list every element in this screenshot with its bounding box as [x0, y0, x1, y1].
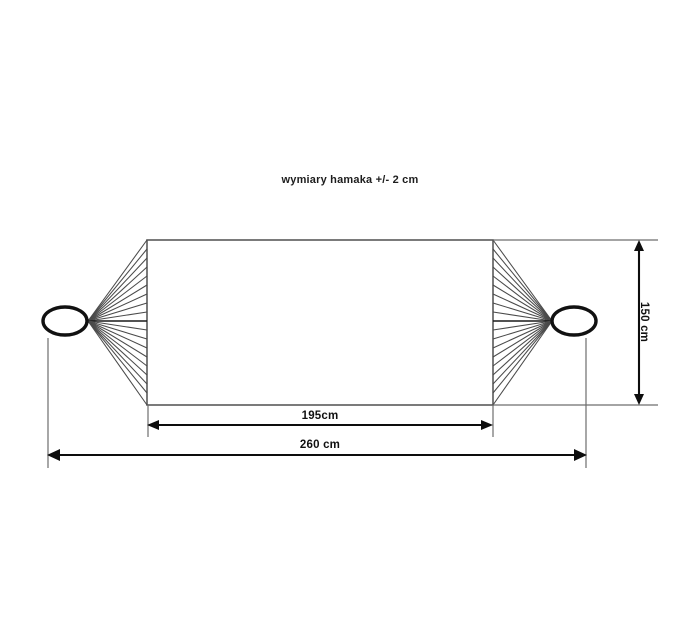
width-arrowhead-bottom [634, 394, 644, 405]
bed-length-dimension-label: 195cm [302, 410, 339, 422]
right-hanging-ring [550, 305, 598, 337]
diagram-title: wymiary hamaka +/- 2 cm [281, 174, 419, 186]
right-cord-fan [492, 239, 553, 406]
width-arrowhead-top [634, 240, 644, 251]
left-hanging-ring [41, 305, 89, 337]
width-dimension-label: 150 cm [638, 302, 650, 342]
total-length-arrowhead-left [47, 449, 60, 461]
bed-length-arrowhead-left [147, 420, 159, 430]
left-cord-fan [87, 239, 148, 406]
bed-length-arrowhead-right [481, 420, 493, 430]
total-length-arrowhead-right [574, 449, 587, 461]
hammock-bed-body [146, 239, 494, 406]
total-length-dimension-label: 260 cm [300, 439, 340, 451]
